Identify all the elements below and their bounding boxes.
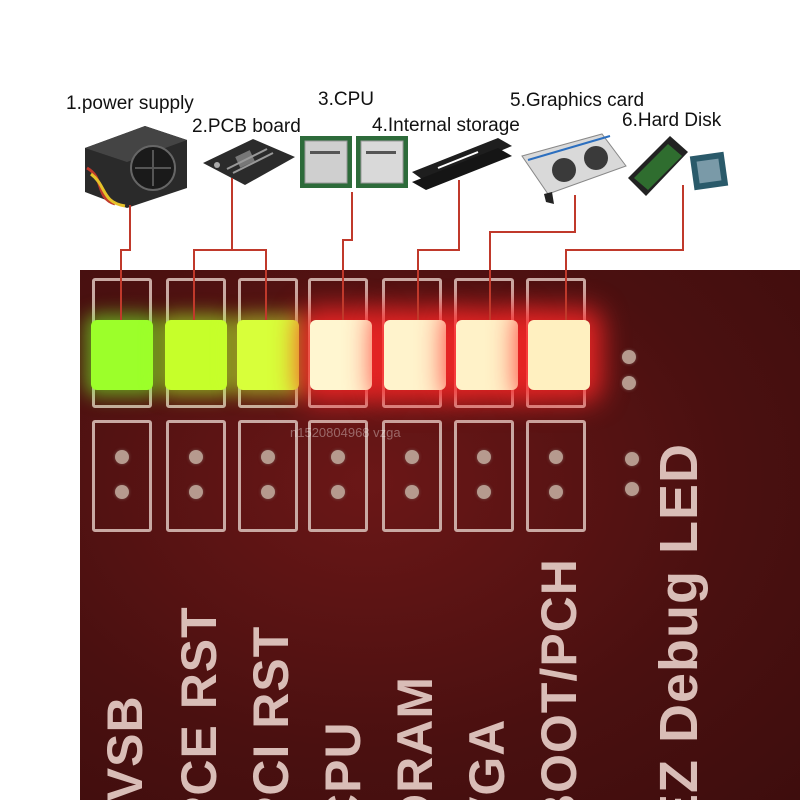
label-internal-storage: 4.Internal storage (372, 115, 520, 136)
label-graphics-card: 5.Graphics card (510, 90, 645, 111)
motherboard-icon (203, 139, 295, 185)
hard-disk-icon (628, 136, 729, 196)
silk-outline (166, 420, 226, 532)
led-boot-pch (528, 320, 590, 390)
solder-pad (189, 450, 203, 464)
solder-pad (405, 450, 419, 464)
led-pci-rst (237, 320, 299, 390)
watermark: n1520804968 vzga (290, 425, 401, 440)
ram-icon (412, 138, 512, 190)
solder-pad (189, 485, 203, 499)
solder-pad (405, 485, 419, 499)
solder-pad (622, 350, 636, 364)
led-dram (384, 320, 446, 390)
debug-board: n1520804968 vzga 3VSB PCE RST PCI RST CP… (80, 270, 800, 800)
silk-outline (526, 420, 586, 532)
solder-pad (477, 485, 491, 499)
solder-pad (261, 485, 275, 499)
solder-pad (625, 452, 639, 466)
graphics-card-icon (521, 133, 627, 204)
silk-outline (308, 420, 368, 532)
led-vga (456, 320, 518, 390)
led-3vsb (91, 320, 153, 390)
label-cpu: 3.CPU (318, 89, 374, 110)
solder-pad (549, 450, 563, 464)
silk-outline (454, 420, 514, 532)
label-pcb-board: 2.PCB board (192, 116, 301, 137)
silk-outline (382, 420, 442, 532)
solder-pad (331, 450, 345, 464)
label-hard-disk: 6.Hard Disk (622, 110, 722, 131)
solder-pad (625, 482, 639, 496)
silk-outline (92, 420, 152, 532)
solder-pad (261, 450, 275, 464)
solder-pad (549, 485, 563, 499)
solder-pad (331, 485, 345, 499)
led-pce-rst (165, 320, 227, 390)
silk-outline (238, 420, 298, 532)
solder-pad (477, 450, 491, 464)
power-supply-icon (85, 126, 187, 208)
solder-pad (115, 450, 129, 464)
solder-pad (622, 376, 636, 390)
label-power-supply: 1.power supply (66, 93, 194, 114)
cpu-icon (300, 136, 408, 188)
led-cpu (310, 320, 372, 390)
solder-pad (115, 485, 129, 499)
